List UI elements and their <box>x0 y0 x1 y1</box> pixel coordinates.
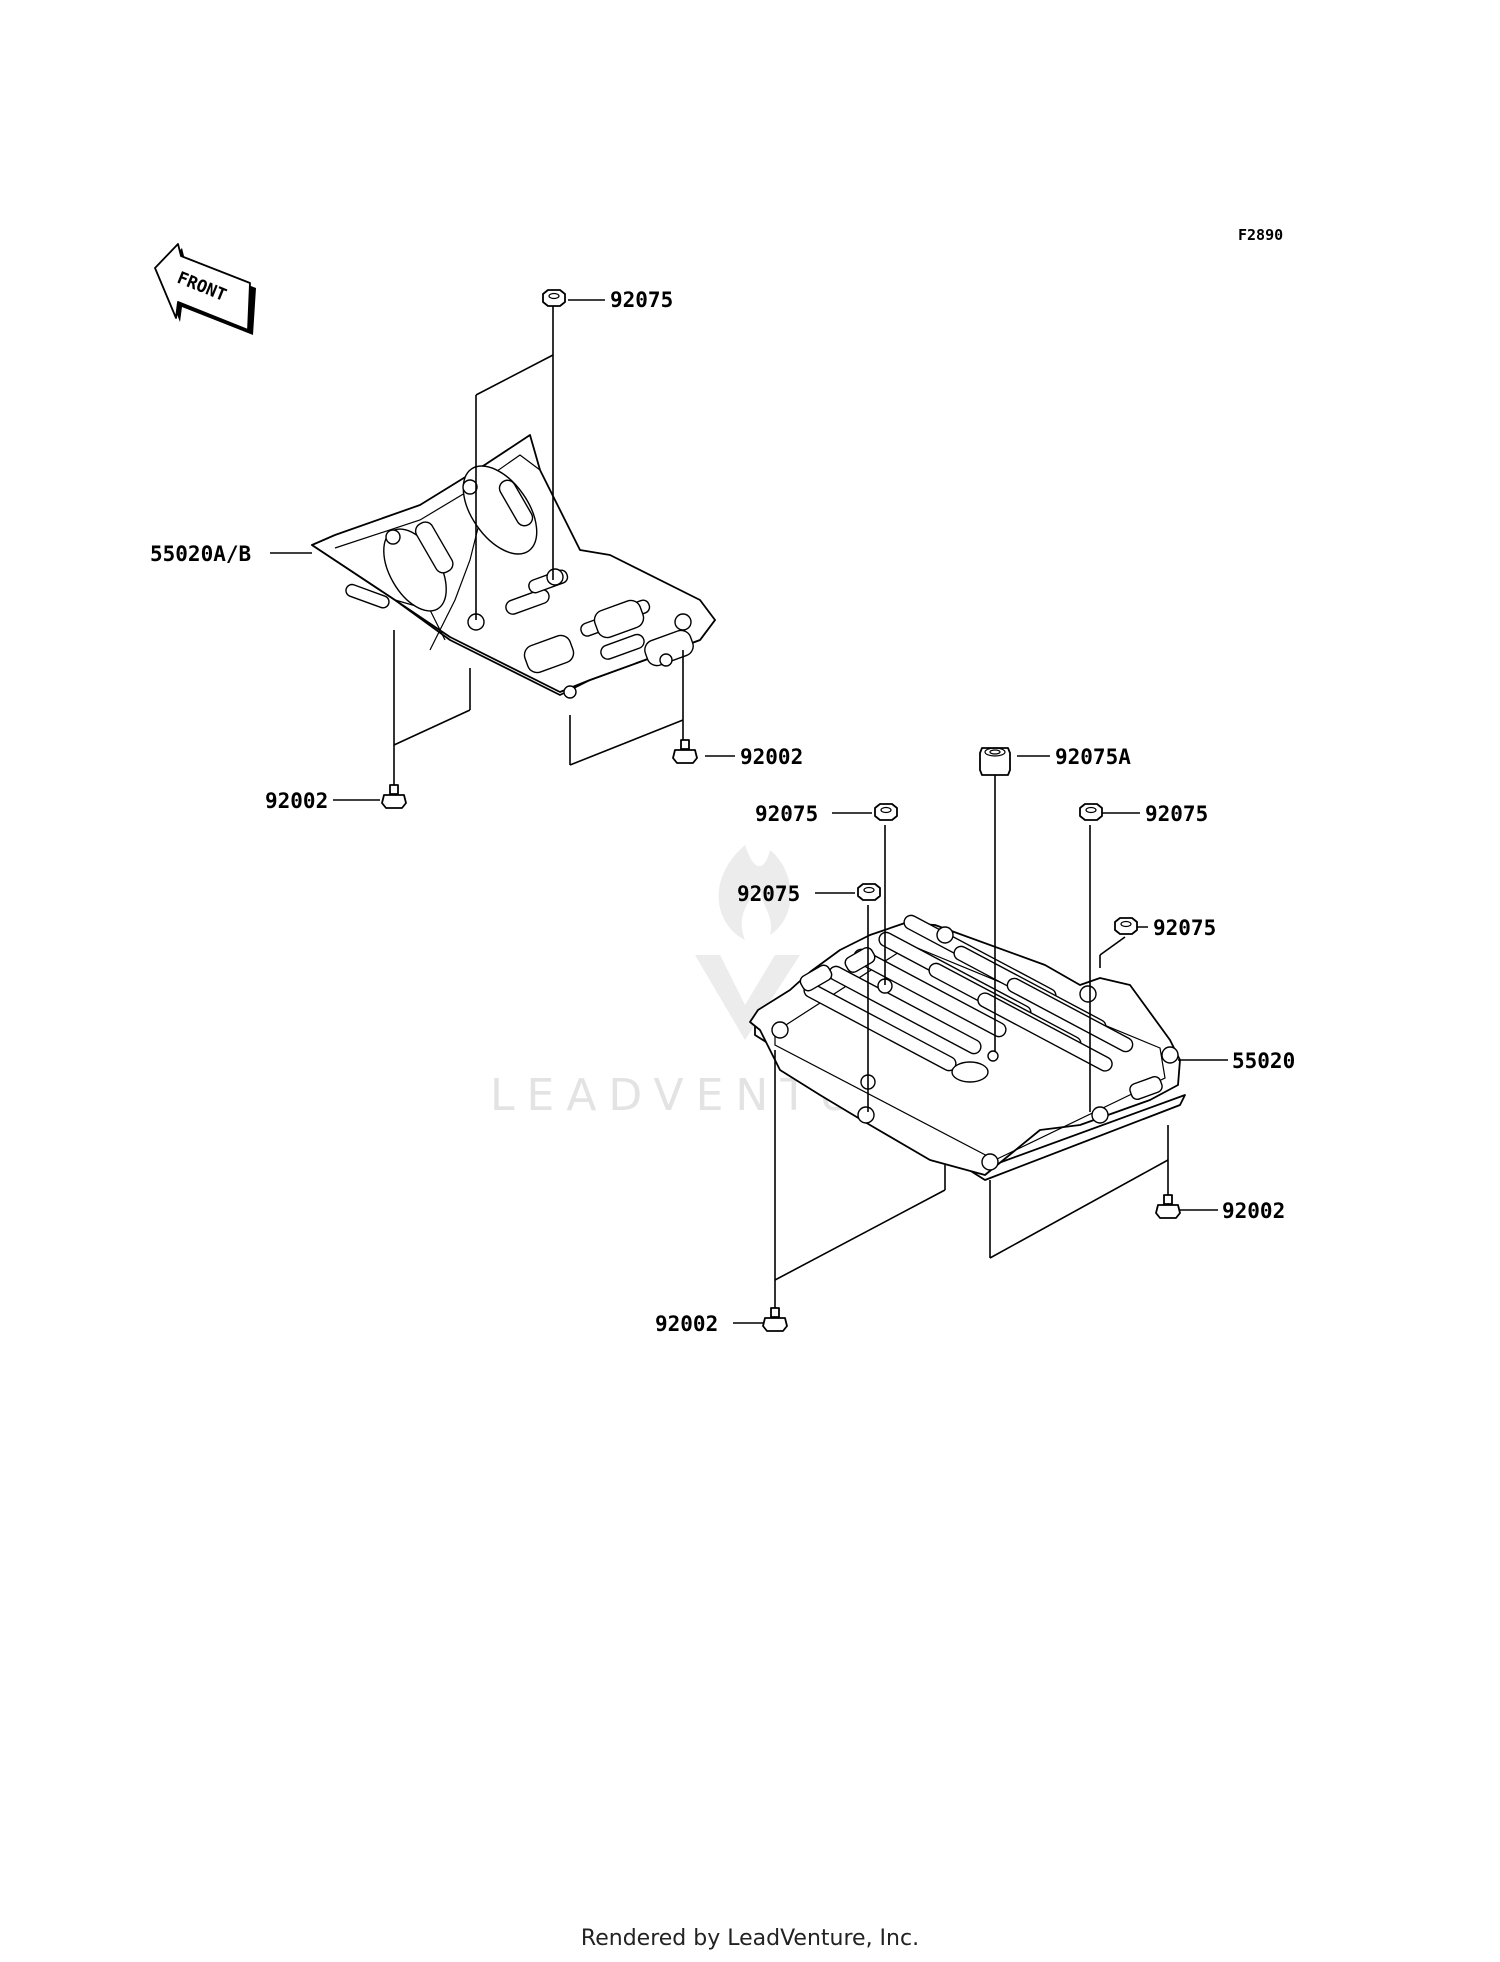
watermark-v-icon <box>695 955 800 1040</box>
bolt-icon <box>762 1307 788 1332</box>
collar-icon <box>979 747 1011 776</box>
label-92075-lower-right: 92075 <box>1153 916 1216 940</box>
nut-icon <box>1079 803 1103 821</box>
nut-icon <box>542 289 566 307</box>
label-55020A-B: 55020A/B <box>150 542 251 566</box>
label-92075A: 92075A <box>1055 745 1131 769</box>
label-92075-top: 92075 <box>610 288 673 312</box>
upper-skid-guard <box>311 434 716 699</box>
front-arrow-icon: FRONT <box>154 243 256 335</box>
nut-icon <box>1114 917 1138 935</box>
label-92002-upper-left: 92002 <box>265 789 328 813</box>
label-92075-lower-upper-right: 92075 <box>1145 802 1208 826</box>
bolt-icon <box>672 739 698 764</box>
bolt-icon <box>1155 1194 1181 1219</box>
watermark-flame-icon <box>718 845 791 940</box>
label-92075-lower-left: 92075 <box>737 882 800 906</box>
label-92002-lower-right: 92002 <box>1222 1199 1285 1223</box>
nut-icon <box>874 803 898 821</box>
figure-code: F2890 <box>1238 226 1283 244</box>
label-55020: 55020 <box>1232 1049 1295 1073</box>
nut-icon <box>857 883 881 901</box>
bolt-icon <box>381 784 407 809</box>
label-92002-lower-bottom: 92002 <box>655 1312 718 1336</box>
label-92002-upper-right: 92002 <box>740 745 803 769</box>
footer-credit: Rendered by LeadVenture, Inc. <box>581 1926 919 1951</box>
lower-guard-leaders <box>733 755 1228 1324</box>
label-92075-lower-upper-left: 92075 <box>755 802 818 826</box>
upper-guard-leaders <box>270 299 735 801</box>
lower-skid-guard <box>749 914 1186 1181</box>
